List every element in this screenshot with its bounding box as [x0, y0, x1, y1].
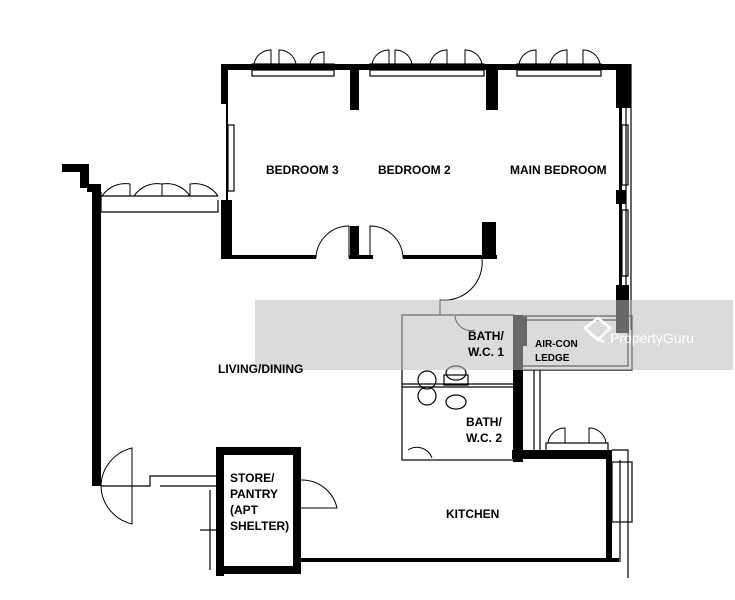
kitchen-label: KITCHEN: [446, 507, 499, 521]
bath1-label-line1: BATH/: [468, 329, 504, 343]
bath1-label-line2: W.C. 1: [468, 345, 504, 359]
aircon-label-line1: AIR-CON: [535, 339, 578, 350]
store-label-line4: SHELTER): [230, 519, 289, 533]
living-dining-label: LIVING/DINING: [218, 362, 303, 376]
main-bedroom-label: MAIN BEDROOM: [510, 163, 607, 177]
store-label-line3: (APT: [230, 503, 259, 517]
aircon-label-line2: LEDGE: [535, 353, 570, 364]
window-casements: [101, 49, 607, 444]
doors: [100, 225, 483, 525]
room-labels: BEDROOM 3 BEDROOM 2 MAIN BEDROOM LIVING/…: [218, 163, 607, 533]
walls: [62, 64, 631, 576]
bath2-label-line1: BATH/: [466, 415, 502, 429]
store-label-line2: PANTRY: [230, 487, 278, 501]
propertyguru-logo-icon: [583, 316, 612, 344]
bedroom2-label: BEDROOM 2: [378, 163, 451, 177]
windows: [227, 63, 629, 454]
bedroom3-label: BEDROOM 3: [266, 163, 339, 177]
watermark-text: PropertyGuru: [610, 330, 694, 346]
bathroom-fixtures: [417, 365, 469, 410]
watermark: PropertyGuru: [255, 300, 733, 370]
bath2-label-line2: W.C. 2: [466, 431, 502, 445]
store-label-line1: STORE/: [230, 471, 275, 485]
